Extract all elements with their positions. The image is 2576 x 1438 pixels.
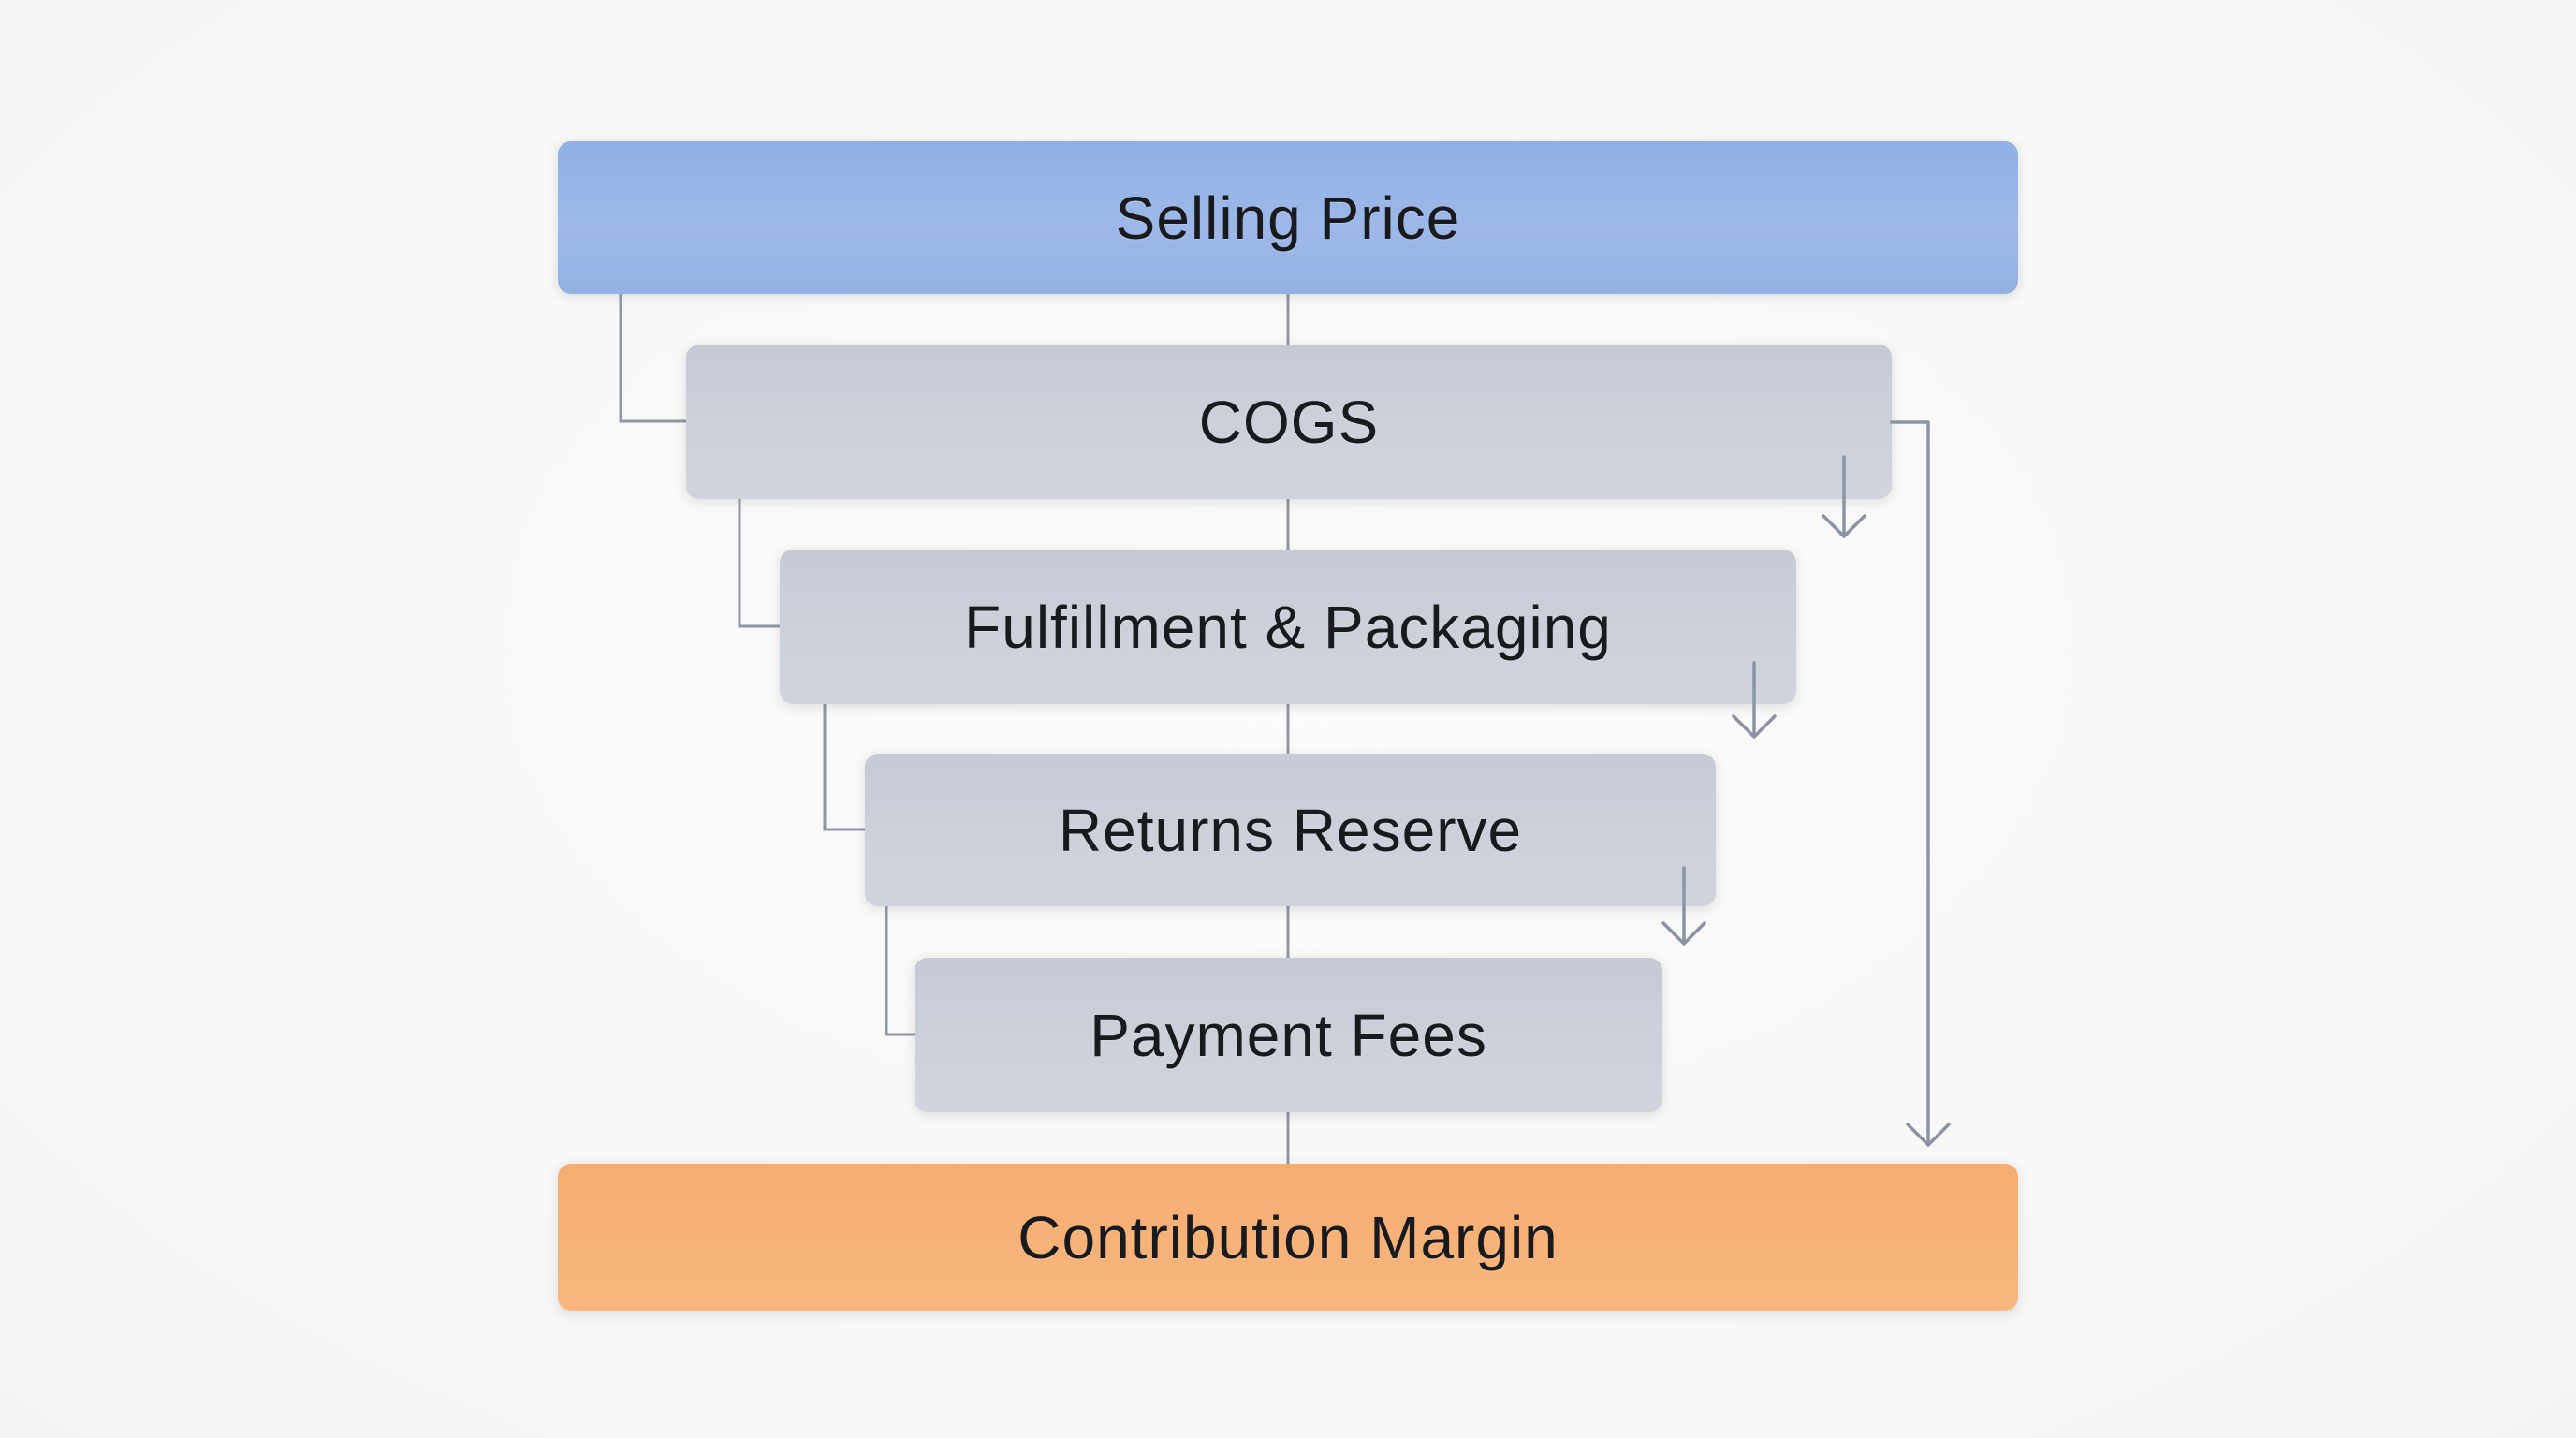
node-contribution-margin-label: Contribution Margin: [1017, 1203, 1559, 1271]
down-arrow-icon: [1732, 661, 1777, 739]
node-selling-price: Selling Price: [558, 141, 2018, 294]
node-cogs-label: COGS: [1198, 388, 1380, 456]
node-cogs: COGS: [686, 345, 1892, 499]
node-contribution-margin: Contribution Margin: [558, 1164, 2018, 1311]
elbow-connector-fulfillment-to-returns: [823, 704, 865, 831]
bypass-down-arrow-icon: [1890, 420, 1951, 1147]
node-returns-reserve-label: Returns Reserve: [1058, 796, 1523, 864]
down-arrow-icon: [1661, 866, 1706, 946]
node-fulfillment-packaging: Fulfillment & Packaging: [780, 550, 1796, 704]
down-arrow-icon: [1822, 455, 1866, 538]
elbow-connector-returns-to-payment: [885, 906, 915, 1036]
node-returns-reserve: Returns Reserve: [865, 754, 1716, 906]
node-payment-fees: Payment Fees: [915, 958, 1662, 1112]
node-payment-fees-label: Payment Fees: [1090, 1001, 1487, 1069]
node-fulfillment-packaging-label: Fulfillment & Packaging: [964, 593, 1612, 661]
elbow-connector-cogs-to-fulfillment: [738, 499, 780, 628]
elbow-connector-selling-to-cogs: [619, 294, 686, 423]
node-selling-price-label: Selling Price: [1115, 183, 1461, 252]
